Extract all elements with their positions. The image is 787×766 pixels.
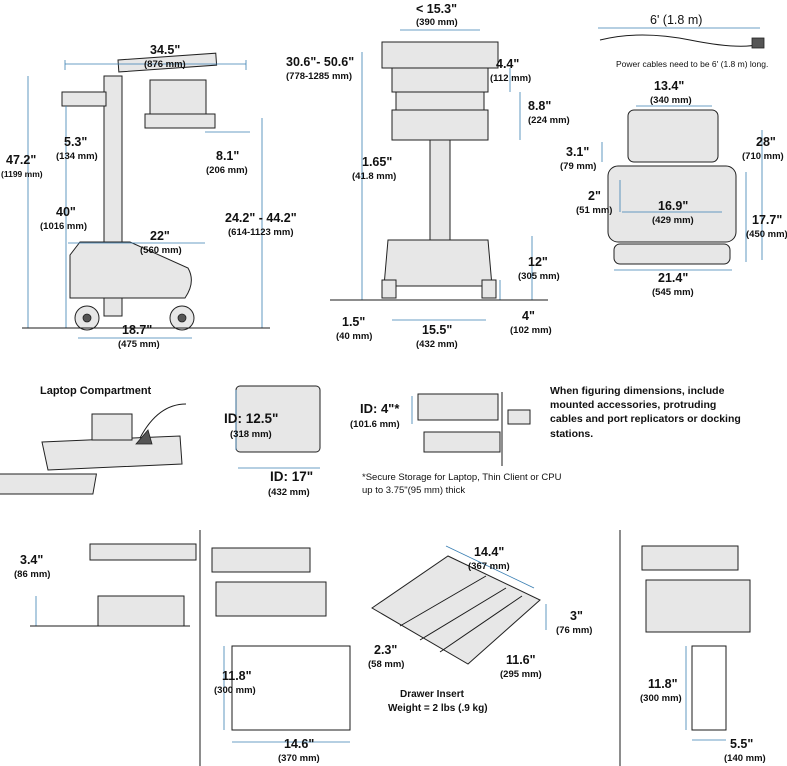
insert-depth-mm: (295 mm) — [500, 669, 542, 680]
depth-label: 28" — [756, 135, 776, 149]
wheel-mm: (102 mm) — [510, 325, 552, 336]
drawer2-height-label: 11.8" — [648, 677, 678, 691]
drawer1-height-label: 11.8" — [222, 669, 252, 683]
total-height-label: 47.2" — [6, 153, 37, 167]
cart-width-mm: (876 mm) — [144, 59, 186, 70]
mount-label: 2" — [588, 189, 601, 203]
secure-storage-note: *Secure Storage for Laptop, Thin Client … — [362, 472, 562, 496]
base-width-mm: (475 mm) — [118, 339, 160, 350]
insert-width-mm: (367 mm) — [468, 561, 510, 572]
work-height-mm: (1016 mm) — [40, 221, 87, 232]
wheel-label: 4" — [522, 309, 535, 323]
cart-width-label: 34.5" — [150, 43, 181, 57]
grip-label: 3.1" — [566, 145, 590, 159]
base-depth-mm: (560 mm) — [140, 245, 182, 256]
id-width-mm: (432 mm) — [268, 487, 310, 498]
caster-label: 1.5" — [342, 315, 366, 329]
insert-height-label: 3" — [570, 609, 583, 623]
insert-depth-label: 11.6" — [506, 653, 536, 667]
id-height-mm: (318 mm) — [230, 429, 272, 440]
depth-mm: (710 mm) — [742, 151, 784, 162]
bar-mm: (429 mm) — [652, 215, 694, 226]
footprint-mm: (545 mm) — [652, 287, 694, 298]
column-mm: (41.8 mm) — [352, 171, 397, 182]
base-width2-mm: (432 mm) — [416, 339, 458, 350]
cable-label: 6' (1.8 m) — [650, 13, 703, 27]
column-label: 1.65" — [362, 155, 393, 169]
handle-label: 5.3" — [64, 135, 88, 149]
cart-top-view — [598, 27, 765, 271]
base-depth-label: 22" — [150, 229, 170, 243]
drawer-height-mm: (224 mm) — [528, 115, 570, 126]
dimensions-note: When figuring dimensions, include mounte… — [550, 385, 741, 440]
top-box-mm: (112 mm) — [490, 73, 532, 84]
id-width-label: ID: 17" — [270, 469, 314, 484]
id-depth-mm: (101.6 mm) — [350, 419, 400, 430]
side-mm: (450 mm) — [746, 229, 787, 240]
cable-note: Power cables need to be 6' (1.8 m) long. — [616, 59, 769, 69]
top-width-mm: (390 mm) — [416, 17, 458, 28]
drawer2-height-mm: (300 mm) — [640, 693, 682, 704]
shelf-label: 3.4" — [20, 553, 44, 567]
caster-mm: (40 mm) — [336, 331, 373, 342]
total-height-mm: (1199 mm) — [1, 169, 43, 179]
side-label: 17.7" — [752, 213, 783, 227]
drawer1-width-label: 14.6" — [284, 737, 315, 751]
top-width3-label: 13.4" — [654, 79, 685, 93]
drawer2-width-label: 5.5" — [730, 737, 754, 751]
height-range-mm: (778-1285 mm) — [286, 71, 353, 82]
lift-range-label: 24.2" - 44.2" — [225, 211, 297, 225]
top-box-label: 4.4" — [496, 57, 520, 71]
id-depth-label: ID: 4"* — [360, 401, 400, 416]
handle-mm: (134 mm) — [56, 151, 98, 162]
drawer1-width-mm: (370 mm) — [278, 753, 320, 764]
laptop-title: Laptop Compartment — [40, 385, 152, 397]
grip-mm: (79 mm) — [560, 161, 597, 172]
lift-range-mm: (614-1123 mm) — [228, 227, 294, 238]
insert-compartment-mm: (58 mm) — [368, 659, 405, 670]
insert-height-mm: (76 mm) — [556, 625, 593, 636]
drawer1-height-mm: (300 mm) — [214, 685, 256, 696]
drawer2-width-mm: (140 mm) — [724, 753, 766, 764]
tray-mm: (206 mm) — [206, 165, 248, 176]
base-height-label: 12" — [528, 255, 548, 269]
base-height-mm: (305 mm) — [518, 271, 560, 282]
bar-label: 16.9" — [658, 199, 689, 213]
cart-side-view — [22, 52, 270, 339]
shelf-mm: (86 mm) — [14, 569, 51, 580]
insert-width-label: 14.4" — [474, 545, 505, 559]
mount-mm: (51 mm) — [576, 205, 613, 216]
top-width3-mm: (340 mm) — [650, 95, 692, 106]
drawer-views — [30, 530, 751, 766]
base-width-label: 18.7" — [122, 323, 153, 337]
tray-label: 8.1" — [216, 149, 240, 163]
top-width-label: < 15.3" — [416, 2, 458, 16]
cart-front-view — [330, 29, 548, 321]
laptop-compartment-view — [0, 385, 531, 495]
footprint-label: 21.4" — [658, 271, 689, 285]
insert-title: Drawer Insert — [400, 689, 464, 700]
height-range-label: 30.6"- 50.6" — [286, 55, 355, 69]
insert-compartment-label: 2.3" — [374, 643, 398, 657]
id-height-label: ID: 12.5" — [224, 411, 279, 426]
work-height-label: 40" — [56, 205, 76, 219]
base-width2-label: 15.5" — [422, 323, 453, 337]
insert-weight: Weight = 2 lbs (.9 kg) — [388, 703, 488, 714]
drawer-height-label: 8.8" — [528, 99, 552, 113]
